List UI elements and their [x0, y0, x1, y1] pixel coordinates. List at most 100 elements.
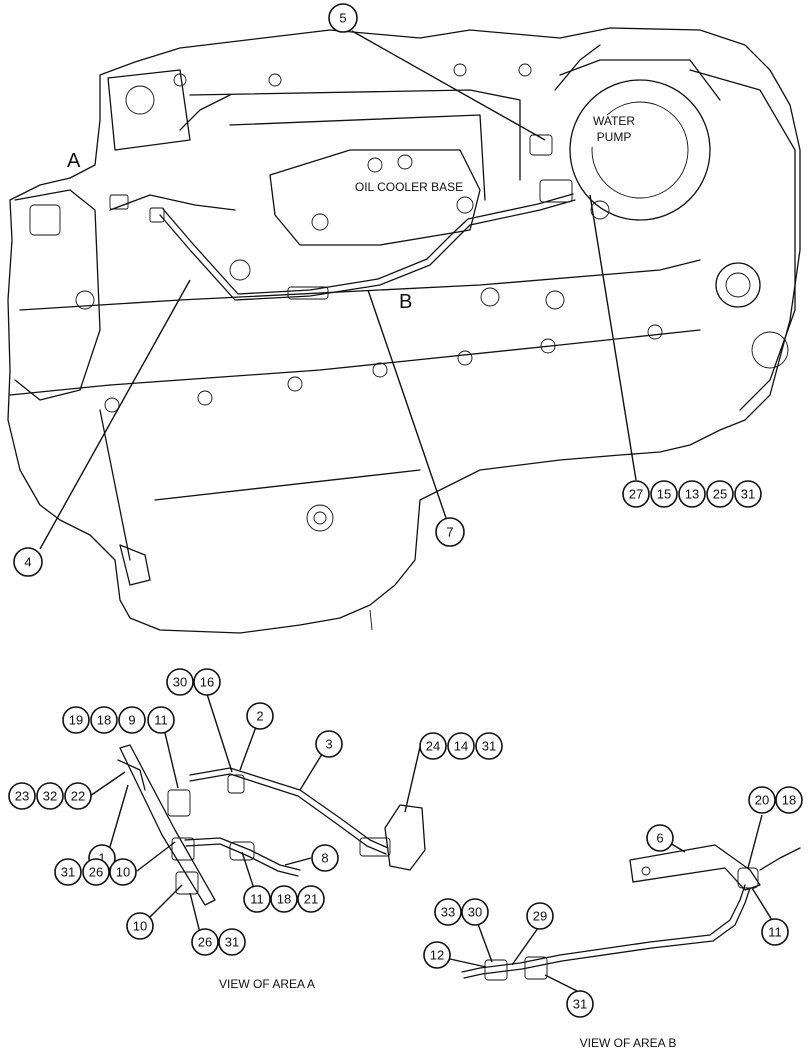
svg-text:31: 31: [61, 865, 75, 880]
callout-11-b2: 11: [761, 918, 789, 946]
leader-10a: [136, 841, 176, 872]
svg-text:30: 30: [468, 905, 482, 920]
callout-16: 16: [193, 668, 221, 696]
callout-29: 29: [526, 902, 554, 930]
callout-7: 7: [435, 517, 465, 547]
callout-6: 6: [646, 824, 674, 852]
callout-18-b2: 18: [775, 786, 803, 814]
view-area-a-caption: VIEW OF AREA A: [219, 977, 315, 991]
callout-25: 25: [706, 480, 734, 508]
svg-text:31: 31: [573, 997, 587, 1012]
svg-text:2: 2: [256, 709, 263, 724]
callout-11-a: 11: [147, 706, 175, 734]
svg-text:7: 7: [446, 525, 453, 540]
svg-text:18: 18: [277, 892, 291, 907]
svg-text:11: 11: [154, 713, 168, 728]
svg-text:11: 11: [250, 892, 264, 907]
leader-11c: [751, 887, 773, 921]
leader-7: [367, 289, 447, 519]
svg-text:32: 32: [43, 789, 57, 804]
svg-text:11: 11: [768, 925, 782, 940]
callout-26-a2: 26: [191, 928, 219, 956]
svg-text:16: 16: [200, 675, 214, 690]
callout-26-a1: 26: [82, 858, 110, 886]
callout-8: 8: [311, 844, 339, 872]
svg-text:6: 6: [656, 831, 663, 846]
callout-9: 9: [118, 706, 146, 734]
leader-4: [39, 279, 191, 550]
svg-text:1: 1: [98, 851, 105, 866]
leader-5: [351, 30, 546, 141]
callout-5: 5: [328, 3, 358, 33]
svg-text:30: 30: [173, 675, 187, 690]
callout-11-b1: 11: [243, 885, 271, 913]
area-a-label: A: [67, 150, 81, 172]
leader-30b: [477, 923, 493, 963]
svg-text:24: 24: [426, 739, 440, 754]
callout-32: 32: [36, 782, 64, 810]
water-pump-fitting: [539, 179, 573, 203]
leader-1: [106, 784, 129, 858]
callout-15: 15: [650, 480, 678, 508]
callout-18-b1: 18: [270, 885, 298, 913]
callout-10-a2: 10: [126, 912, 154, 940]
callout-23: 23: [8, 782, 36, 810]
leader-27-group: [589, 194, 637, 481]
svg-text:5: 5: [339, 11, 346, 26]
svg-text:29: 29: [533, 909, 547, 924]
svg-text:31: 31: [741, 487, 755, 502]
engine-illustration: [7, 27, 801, 634]
leader-11a: [164, 732, 179, 789]
svg-text:9: 9: [128, 713, 135, 728]
callout-14: 14: [447, 732, 475, 760]
leader-29: [511, 927, 539, 966]
oil-line-tube: [159, 199, 576, 301]
svg-text:31: 31: [225, 935, 239, 950]
callout-4: 4: [13, 547, 43, 577]
callout-30-b: 30: [461, 898, 489, 926]
leader-31b: [544, 974, 580, 993]
svg-text:21: 21: [304, 892, 318, 907]
svg-text:25: 25: [713, 487, 727, 502]
leader-16: [206, 693, 233, 773]
callout-30-a: 30: [166, 668, 194, 696]
svg-text:33: 33: [441, 905, 455, 920]
callout-20: 20: [748, 786, 776, 814]
callout-19: 19: [62, 706, 90, 734]
svg-text:14: 14: [454, 739, 468, 754]
svg-text:10: 10: [116, 865, 130, 880]
svg-text:15: 15: [657, 487, 671, 502]
svg-text:8: 8: [321, 851, 328, 866]
callout-22: 22: [64, 782, 92, 810]
callout-31-a2: 31: [54, 858, 82, 886]
svg-text:26: 26: [198, 935, 212, 950]
callout-27: 27: [622, 480, 650, 508]
view-area-b-drawing: [461, 844, 801, 981]
svg-text:31: 31: [482, 739, 496, 754]
water-pump-label-line2: PUMP: [597, 130, 632, 144]
svg-text:18: 18: [782, 793, 796, 808]
callout-3: 3: [315, 730, 343, 758]
leader-12: [449, 958, 487, 968]
callout-13: 13: [678, 480, 706, 508]
callout-18-a: 18: [90, 706, 118, 734]
svg-text:23: 23: [15, 789, 29, 804]
view-area-b-caption: VIEW OF AREA B: [580, 1036, 677, 1050]
leader-22: [89, 771, 126, 797]
callout-31-b: 31: [566, 990, 594, 1018]
svg-text:20: 20: [755, 793, 769, 808]
callout-33: 33: [434, 898, 462, 926]
svg-text:10: 10: [133, 919, 147, 934]
svg-text:26: 26: [89, 865, 103, 880]
callout-24: 24: [419, 732, 447, 760]
oil-cooler-base-label: OIL COOLER BASE: [355, 180, 463, 194]
callout-21: 21: [297, 885, 325, 913]
svg-text:3: 3: [325, 737, 332, 752]
callout-12: 12: [423, 941, 451, 969]
svg-text:18: 18: [97, 713, 111, 728]
leader-20: [747, 814, 763, 869]
svg-text:19: 19: [69, 713, 83, 728]
area-b-label: B: [399, 291, 412, 313]
callout-2: 2: [246, 702, 274, 730]
